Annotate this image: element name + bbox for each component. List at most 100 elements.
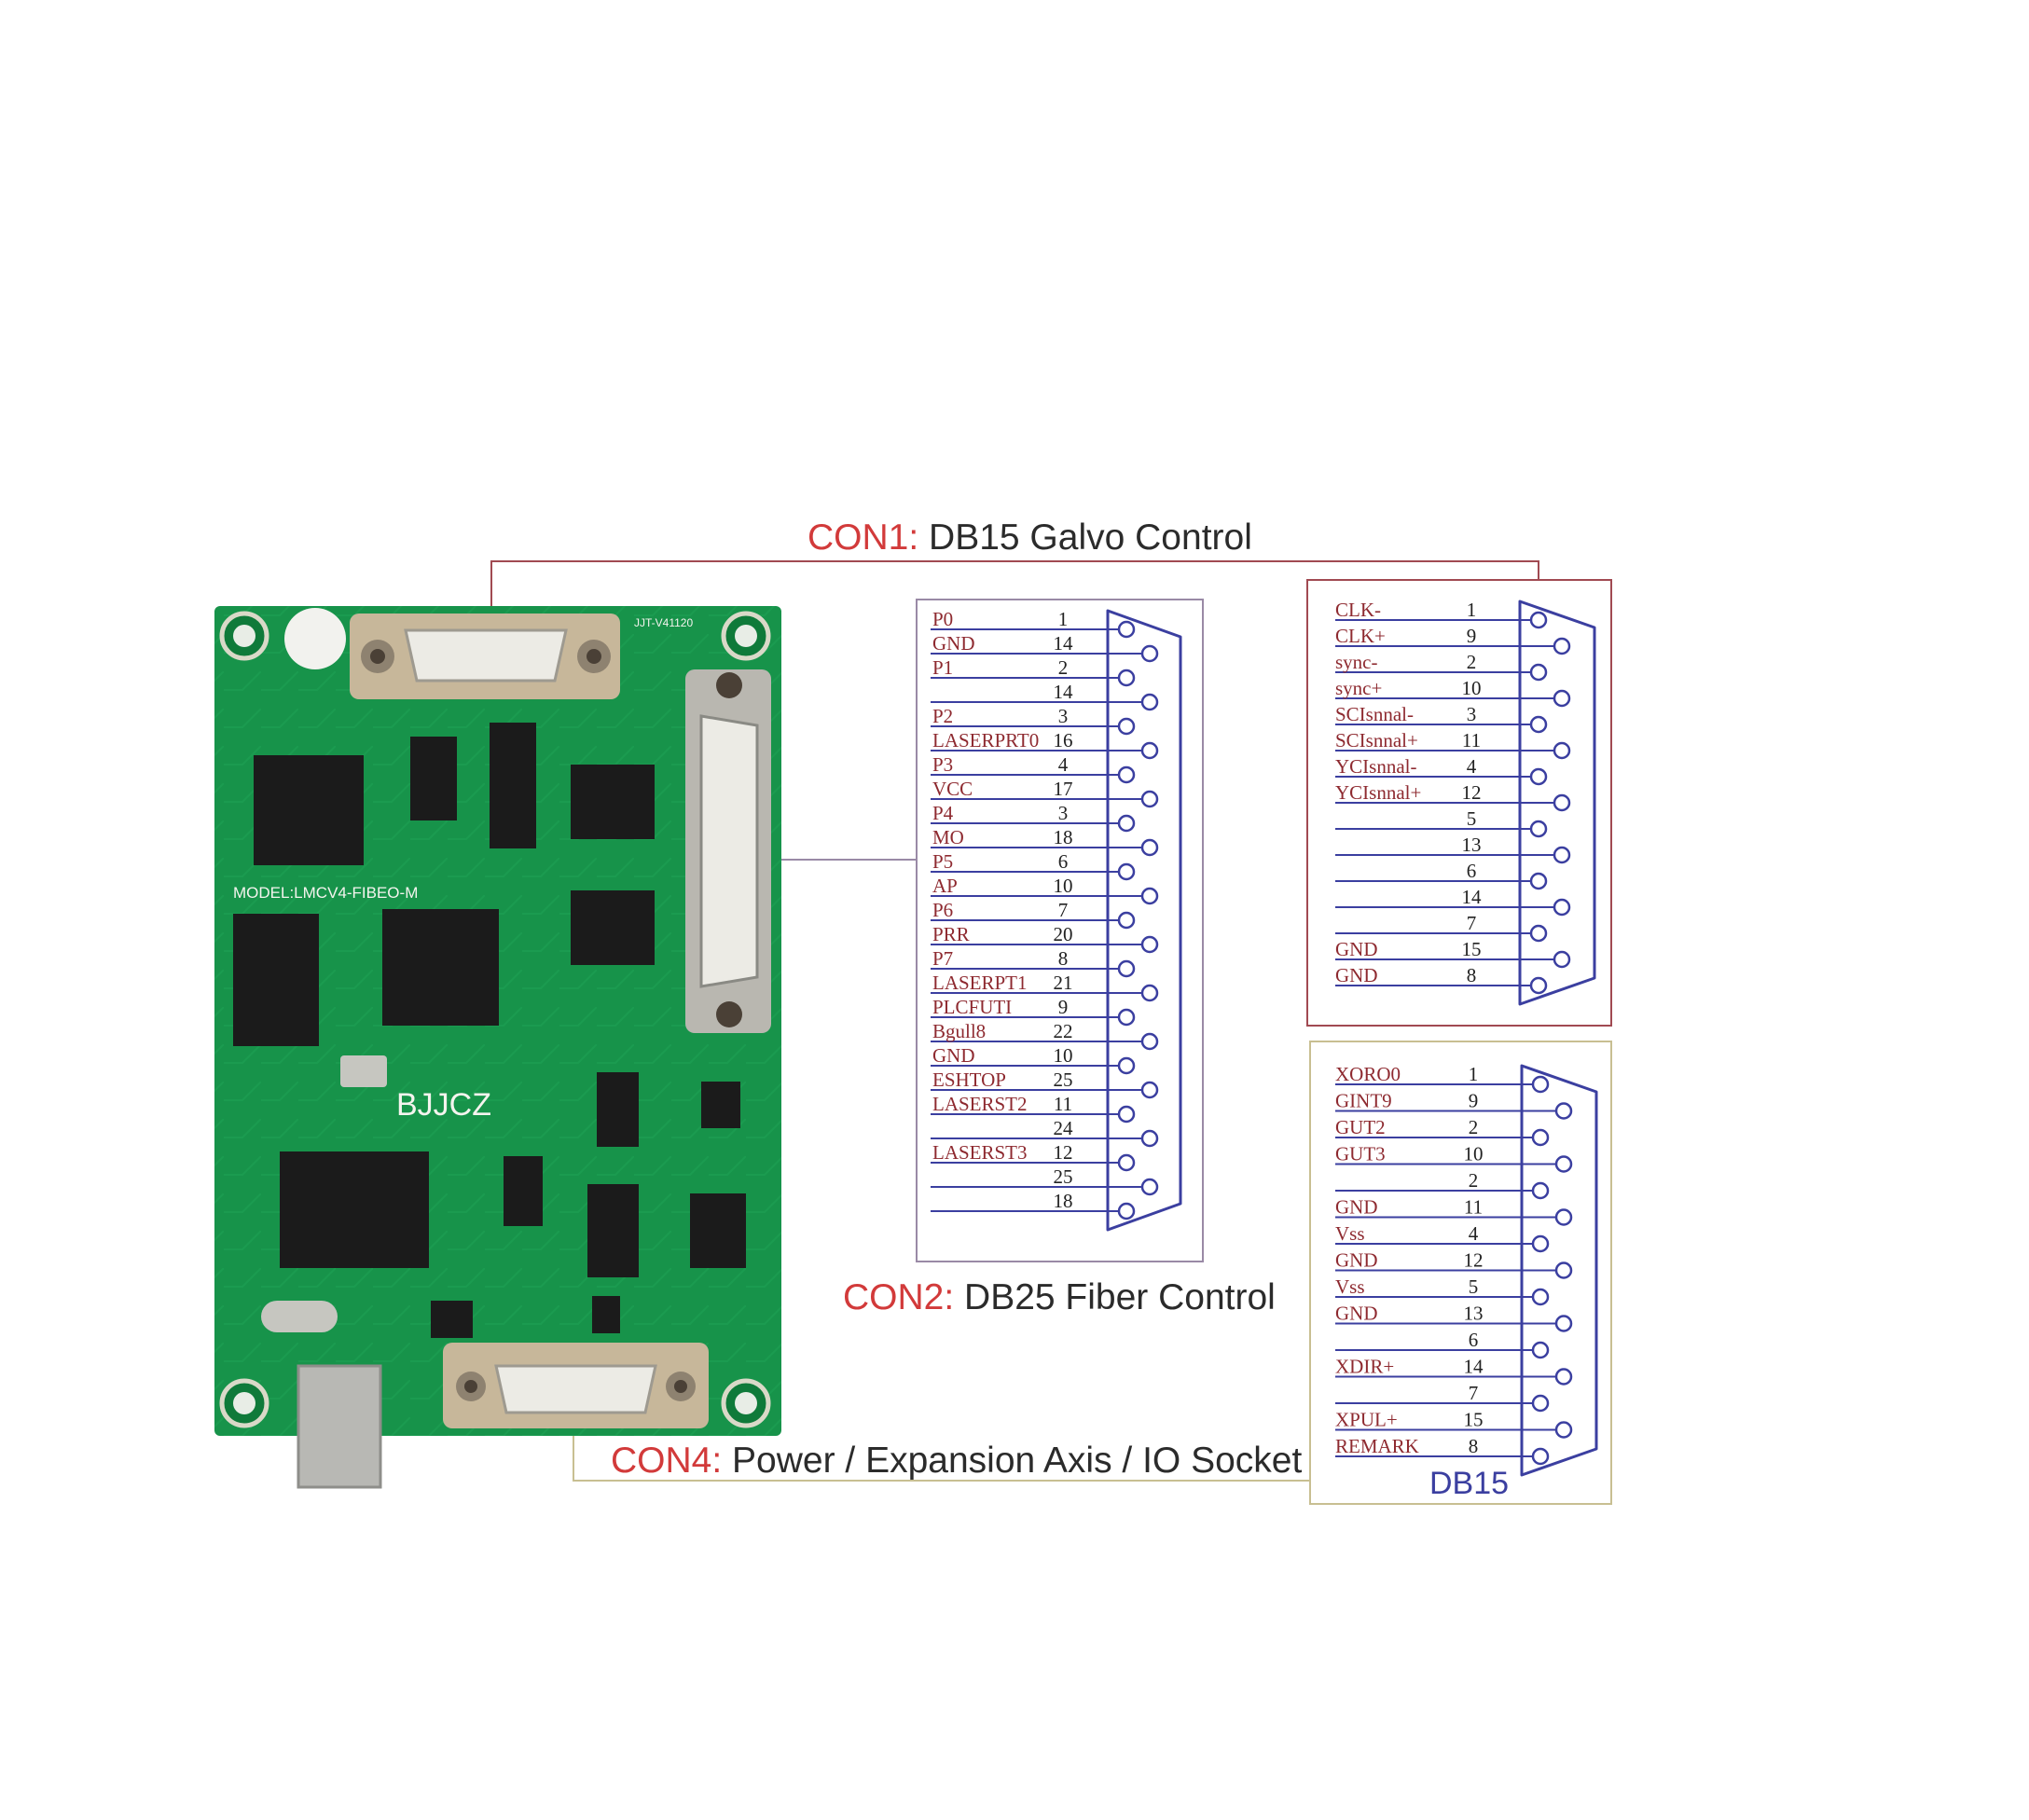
pin-circle-icon	[1140, 693, 1159, 711]
pin-circle-icon	[1531, 1181, 1550, 1200]
con2-text: DB25 Fiber Control	[954, 1277, 1276, 1317]
pin-number: 14	[1054, 632, 1074, 655]
con4-db15-title: DB15	[1429, 1466, 1509, 1501]
pin-number: 3	[1058, 802, 1069, 824]
pin-circle-icon	[1529, 611, 1548, 629]
pin-label: GND	[932, 632, 975, 655]
pin-circle-icon	[1117, 620, 1136, 639]
pin-number: 6	[1469, 1329, 1479, 1351]
con2-db25-pinout-shell-icon	[1106, 609, 1182, 1232]
pin-circle-icon	[1531, 1341, 1550, 1359]
pin-label: CLK-	[1335, 599, 1381, 621]
pin-circle-icon	[1117, 1153, 1136, 1172]
pin-label: P3	[932, 753, 953, 776]
pin-label: GUT3	[1335, 1143, 1386, 1165]
pin-label: GINT9	[1335, 1090, 1392, 1112]
pin-number: 8	[1467, 964, 1477, 986]
pin-number: 13	[1462, 834, 1482, 856]
pin-label: P7	[932, 947, 953, 970]
pin-label: P2	[932, 705, 953, 727]
pin-number: 14	[1464, 1356, 1484, 1378]
pin-circle-icon	[1531, 1128, 1550, 1147]
pin-label: GND	[1335, 1303, 1378, 1325]
pin-number: 11	[1054, 1093, 1072, 1115]
pin-label: GND	[1335, 1196, 1378, 1219]
pin-circle-icon	[1553, 846, 1571, 864]
pin-number: 6	[1467, 860, 1477, 882]
pin-number: 4	[1058, 753, 1069, 776]
pin-label: LASERPT1	[932, 972, 1028, 994]
con1-db15-pinout: 1CLK-9CLK+2sync-10sync+3SCIsnnal-11SCIsn…	[1335, 599, 1596, 1006]
pin-label: sync+	[1335, 677, 1382, 699]
pin-label: LASERST2	[932, 1093, 1028, 1115]
pin-number: 2	[1467, 651, 1477, 673]
pin-label: AP	[932, 875, 958, 897]
pin-circle-icon	[1140, 741, 1159, 760]
oscillator-icon	[261, 1301, 338, 1332]
pin-circle-icon	[1117, 669, 1136, 687]
pin-circle-icon	[1531, 1288, 1550, 1306]
con1-db15-pinout-shell-icon	[1518, 600, 1596, 1006]
pin-circle-icon	[1117, 862, 1136, 881]
con4-db15-connector-icon	[443, 1343, 709, 1428]
pin-circle-icon	[1531, 1234, 1550, 1253]
pin-label: GUT2	[1335, 1116, 1386, 1138]
pin-circle-icon	[1529, 663, 1548, 682]
con2-db25-frame	[916, 599, 1204, 1262]
pin-circle-icon	[1117, 1008, 1136, 1027]
pin-number: 3	[1058, 705, 1069, 727]
pin-label: PRR	[932, 923, 970, 945]
pin-label: P5	[932, 850, 953, 873]
pin-number: 25	[1054, 1165, 1073, 1188]
pin-circle-icon	[1140, 935, 1159, 954]
pin-circle-icon	[1140, 1178, 1159, 1196]
pin-label: GND	[1335, 1249, 1378, 1272]
pin-circle-icon	[1531, 1075, 1550, 1094]
pin-number: 14	[1054, 681, 1074, 703]
pin-circle-icon	[1529, 976, 1548, 995]
mounting-hole-icon	[219, 611, 771, 1428]
pin-number: 10	[1464, 1143, 1484, 1165]
pin-number: 9	[1467, 625, 1477, 647]
pin-label: XORO0	[1335, 1063, 1401, 1085]
board-code: JJT-V41120	[634, 616, 693, 629]
pin-circle-icon	[1554, 1421, 1573, 1439]
pin-number: 11	[1462, 729, 1481, 751]
pin-circle-icon	[1117, 959, 1136, 978]
pin-number: 18	[1054, 1190, 1073, 1212]
pin-circle-icon	[1117, 1202, 1136, 1220]
con1-text: DB15 Galvo Control	[918, 517, 1252, 558]
pin-number: 4	[1469, 1222, 1479, 1245]
pin-label: MO	[932, 826, 964, 848]
pin-number: 2	[1469, 1116, 1479, 1138]
pin-label: CLK+	[1335, 625, 1386, 647]
pin-circle-icon	[1554, 1262, 1573, 1279]
con2-caption: CON2: DB25 Fiber Control	[843, 1277, 1276, 1318]
usb-port-icon	[297, 1364, 382, 1489]
pin-label: ESHTOP	[932, 1069, 1006, 1091]
pin-number: 16	[1054, 729, 1073, 751]
pin-circle-icon	[1554, 1102, 1573, 1120]
con1-tag: CON1:	[807, 517, 919, 558]
pin-circle-icon	[1554, 1208, 1573, 1226]
pin-circle-icon	[1117, 814, 1136, 833]
con1-caption: CON1: DB15 Galvo Control	[807, 517, 1252, 558]
pin-number: 2	[1469, 1169, 1479, 1192]
pin-label: VCC	[932, 778, 973, 800]
pin-number: 1	[1469, 1063, 1479, 1085]
con1-db15-connector-icon	[350, 614, 620, 699]
pin-label: P1	[932, 656, 953, 679]
pin-label: REMARK	[1335, 1435, 1419, 1457]
con2-tag: CON2:	[843, 1277, 955, 1317]
pin-circle-icon	[1117, 1105, 1136, 1124]
pin-label: P0	[932, 608, 953, 630]
con4-db15-frame	[1309, 1041, 1612, 1505]
pin-label: YCIsnnal+	[1335, 781, 1421, 804]
con4-callout-line	[573, 1427, 1310, 1482]
pin-label: Vss	[1335, 1275, 1365, 1298]
pin-circle-icon	[1529, 820, 1548, 838]
pin-number: 7	[1058, 899, 1069, 921]
